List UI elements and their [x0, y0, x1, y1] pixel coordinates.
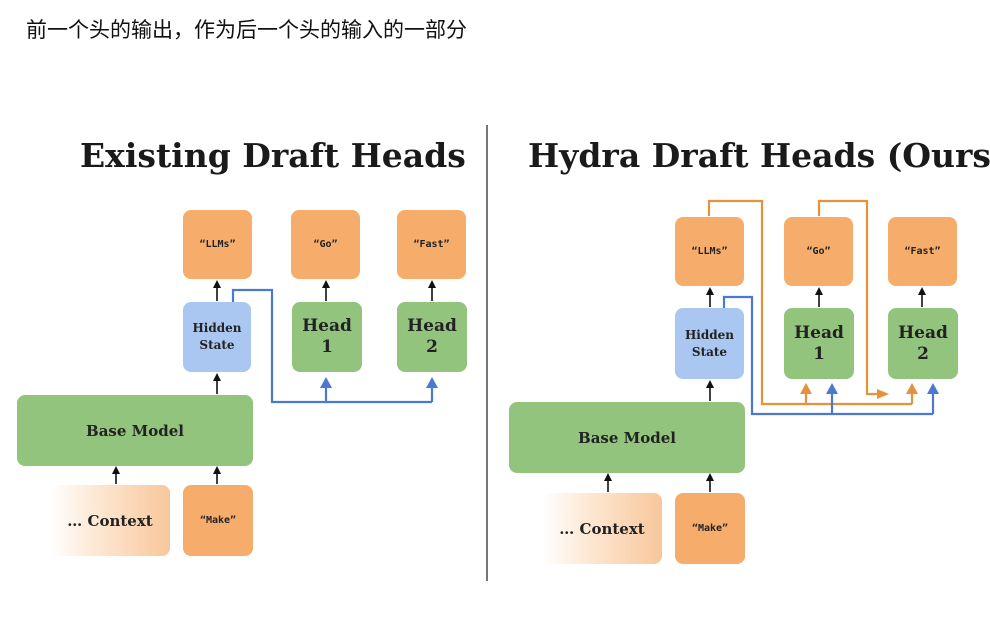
left-head1-line1: Head [302, 316, 352, 336]
right-hidden-flow [722, 295, 933, 416]
right-head2-line2: 2 [917, 343, 929, 364]
right-token-flow-go [817, 199, 877, 396]
left-hidden-flow [231, 288, 432, 404]
right-title: Hydra Draft Heads (Ours) [528, 136, 990, 175]
left-token-make: “Make” [183, 485, 253, 556]
left-token-go: “Go” [291, 210, 360, 279]
caption: 前一个头的输出，作为后一个头的输入的一部分 [26, 18, 467, 42]
right-token-make: “Make” [675, 493, 745, 564]
panel-divider [486, 125, 488, 581]
left-head2-line2: 2 [426, 337, 438, 357]
right-context: … Context [542, 493, 662, 564]
right-token-flow-llms [707, 199, 912, 406]
left-title: Existing Draft Heads [80, 136, 466, 175]
left-hidden-line2: State [199, 338, 235, 352]
right-head1-line1: Head [794, 322, 844, 343]
right-base-model: Base Model [509, 402, 745, 473]
right-hidden-line1: Hidden [684, 327, 735, 342]
left-head2-line1: Head [407, 316, 457, 336]
left-context: … Context [50, 485, 170, 556]
left-hidden-line1: Hidden [192, 321, 242, 335]
right-token-go: “Go” [784, 217, 853, 286]
left-token-llms: “LLMs” [183, 210, 252, 279]
left-base-model: Base Model [17, 395, 253, 466]
right-head1-line2: 1 [813, 343, 825, 364]
right-hidden-line2: State [691, 344, 728, 359]
right-token-flow-go-arrowhead [877, 389, 889, 399]
left-token-fast: “Fast” [397, 210, 466, 279]
right-head2-line1: Head [898, 322, 948, 343]
right-token-llms: “LLMs” [675, 217, 744, 286]
right-token-fast: “Fast” [888, 217, 957, 286]
left-head1-line2: 1 [321, 337, 333, 357]
